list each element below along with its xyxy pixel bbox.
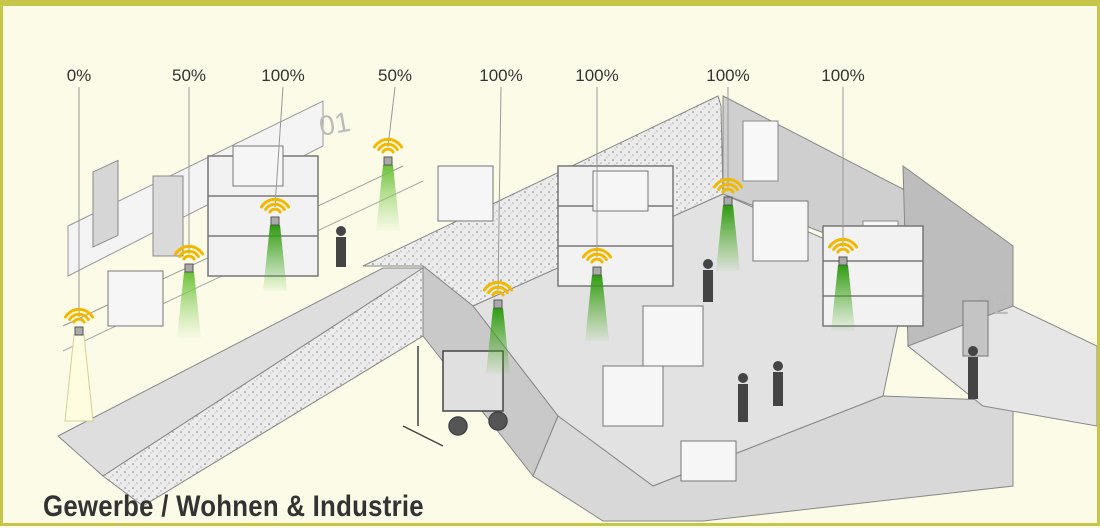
wifi-icon <box>372 137 404 154</box>
light-level-label: 50% <box>172 66 206 85</box>
light-sensor: 100% <box>479 66 523 374</box>
light-beam <box>716 205 740 271</box>
lamp-head <box>270 216 280 226</box>
light-sensor: 100% <box>706 66 750 271</box>
warehouse-drawing: 02 01 <box>57 66 1098 522</box>
light-level-label: 0% <box>67 66 92 85</box>
lamp-head <box>74 326 84 336</box>
lamp-head <box>592 266 602 276</box>
light-level-label: 100% <box>479 66 522 85</box>
sensor-layer: 0% 50% 100% 50% 100% 100% 100% 100% <box>63 66 865 422</box>
light-beam <box>486 308 510 374</box>
wifi-icon <box>259 197 291 214</box>
wall-window <box>742 120 779 182</box>
light-beam <box>263 225 287 291</box>
lamp-head <box>493 299 503 309</box>
door-panel <box>152 175 184 257</box>
wifi-icon <box>173 244 205 261</box>
lamp-head <box>184 263 194 273</box>
light-sensor: 0% <box>63 66 95 422</box>
sensor-leader-line <box>274 86 284 208</box>
pallet-boxes <box>107 145 809 482</box>
worker-figures <box>336 226 978 422</box>
light-sensor: 50% <box>372 66 412 231</box>
sensor-leader-line <box>387 86 396 148</box>
light-sensor: 50% <box>172 66 206 338</box>
wifi-icon <box>63 307 95 324</box>
wifi-icon <box>482 280 514 297</box>
light-beam <box>177 272 201 338</box>
lamp-head <box>383 156 393 166</box>
light-beam <box>831 265 855 331</box>
zone-label-01: 01 <box>317 106 353 142</box>
left-wall <box>67 100 324 277</box>
lamp-head <box>723 196 733 206</box>
wifi-icon <box>827 237 859 254</box>
wifi-icon <box>712 177 744 194</box>
light-sensor: 100% <box>575 66 619 341</box>
light-beam <box>376 165 400 231</box>
door-panel <box>92 159 119 248</box>
light-level-label: 100% <box>821 66 864 85</box>
lamp-head <box>838 256 848 266</box>
light-level-label: 100% <box>261 66 304 85</box>
wifi-icon <box>581 247 613 264</box>
sensor-leader-line <box>497 86 502 291</box>
light-level-label: 100% <box>575 66 618 85</box>
light-beam <box>585 275 609 341</box>
light-sensor: 100% <box>821 66 865 331</box>
light-level-label: 50% <box>378 66 412 85</box>
light-level-label: 100% <box>706 66 749 85</box>
light-sensor: 100% <box>259 66 305 291</box>
page-title: Gewerbe / Wohnen & Industrie <box>43 490 424 523</box>
